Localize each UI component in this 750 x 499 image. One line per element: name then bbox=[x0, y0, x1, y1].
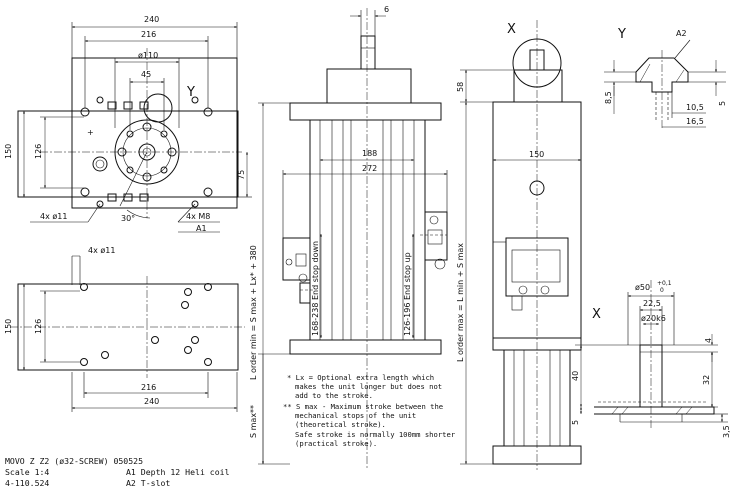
note-line: add to the stroke. bbox=[295, 391, 373, 400]
dim-110: ø110 bbox=[138, 51, 158, 60]
label-end-stop-down: 168-238 End stop down bbox=[311, 241, 320, 336]
detail-x-label: X bbox=[507, 22, 516, 37]
dim-10-5: 10,5 bbox=[686, 103, 704, 112]
dim-272: 272 bbox=[362, 164, 377, 173]
dim-50-tol-upper: +0,1 bbox=[657, 280, 672, 287]
angle-label: 30° bbox=[121, 214, 135, 223]
note-line: (practical stroke). bbox=[295, 439, 377, 448]
label-order-max: L order max = L min + S max bbox=[456, 243, 465, 362]
detail-x-title: X bbox=[592, 307, 601, 322]
detail-x: X ø50 +0,1 0 22,5 ø20k6 4 32 40 5 3,5 bbox=[571, 280, 731, 438]
dim-40: 40 bbox=[571, 371, 580, 381]
shaft-bore bbox=[138, 143, 156, 161]
bottom-holes-label: 4x ø11 bbox=[88, 246, 115, 255]
dim-16-5: 16,5 bbox=[686, 117, 704, 126]
detail-y-label: Y bbox=[186, 85, 195, 100]
ref-a2: A2 bbox=[676, 29, 687, 38]
dim-22-5: 22,5 bbox=[643, 299, 661, 308]
dim-150-top: 150 bbox=[4, 144, 13, 159]
dim-6: 6 bbox=[384, 5, 389, 14]
dim-3-5: 3,5 bbox=[722, 425, 731, 438]
note-line: mechanical stops of the unit bbox=[295, 411, 416, 420]
dim-150-bottom: 150 bbox=[4, 319, 13, 334]
bottom-view: 4x ø11 150 126 216 240 bbox=[4, 246, 245, 412]
dim-45: 45 bbox=[141, 70, 151, 79]
dim-126-top: 126 bbox=[34, 144, 43, 159]
label-end-stop-up: 126-196 End stop up bbox=[403, 252, 412, 336]
side-foot bbox=[492, 445, 582, 465]
dim-188: 188 bbox=[362, 149, 377, 158]
svg-text:+: + bbox=[87, 128, 94, 137]
detail-x-circle bbox=[512, 38, 562, 88]
dim-5-x: 5 bbox=[571, 420, 580, 425]
note-line: makes the unit longer but does not bbox=[295, 382, 442, 391]
top-view: + 240 216 ø110 45 Y 150 12 bbox=[4, 15, 252, 233]
front-bottom-flange bbox=[289, 339, 442, 355]
drawing-name: MOVO Z Z2 (ø32-SCREW) 050525 bbox=[5, 456, 143, 466]
dim-50: ø50 bbox=[635, 283, 650, 292]
side-switch-box bbox=[505, 237, 569, 297]
limit-switch-left bbox=[282, 237, 311, 281]
dim-216-bottom: 216 bbox=[141, 383, 156, 392]
dim-20k6: ø20k6 bbox=[641, 314, 666, 323]
front-shaft bbox=[360, 35, 376, 70]
dim-4: 4 bbox=[704, 338, 713, 343]
dim-5-y: 5 bbox=[718, 101, 727, 106]
notes-block: * Lx = Optional extra length which makes… bbox=[283, 373, 456, 448]
dim-240: 240 bbox=[144, 15, 159, 24]
label-stroke: S max** bbox=[249, 405, 258, 438]
holes-left-label: 4x ø11 bbox=[40, 212, 67, 221]
detail-y-title: Y bbox=[617, 27, 626, 42]
limit-switch-right bbox=[424, 211, 448, 261]
bolt-circle bbox=[114, 119, 180, 185]
dim-50-tol-lower: 0 bbox=[660, 287, 664, 294]
t-slot-profile bbox=[635, 57, 689, 93]
hole-ref-a1: A1 bbox=[196, 224, 207, 233]
front-view: 6 188 272 L order min = S max + Lx* + 38… bbox=[249, 5, 448, 470]
dim-32: 32 bbox=[702, 375, 711, 385]
label-order-min: L order min = S max + Lx* + 380 bbox=[249, 245, 258, 380]
dim-58: 58 bbox=[456, 82, 465, 92]
front-motor-block bbox=[326, 68, 412, 104]
dim-150-side: 150 bbox=[529, 150, 544, 159]
detail-y: Y A2 8,5 10,5 5 16,5 bbox=[604, 27, 727, 130]
note-line: ** S max - Maximum stroke between the bbox=[283, 402, 443, 411]
side-motor-block bbox=[513, 69, 563, 103]
side-hole bbox=[529, 180, 545, 196]
title-block: MOVO Z Z2 (ø32-SCREW) 050525 Scale 1:4 4… bbox=[5, 456, 230, 488]
note-line: Safe stroke is normally 100mm shorter bbox=[295, 430, 456, 439]
note-a1: A1 Depth 12 Heli coil bbox=[126, 467, 230, 477]
dim-8-5: 8,5 bbox=[604, 91, 613, 104]
top-view-flange bbox=[71, 57, 238, 209]
holes-right-label: 4x M8 bbox=[186, 212, 210, 221]
drawing-scale: Scale 1:4 bbox=[5, 467, 49, 477]
detail-y-circle bbox=[143, 93, 173, 123]
drawing-number: 4-110.524 bbox=[5, 478, 49, 488]
note-a2: A2 T-slot bbox=[126, 478, 170, 488]
dim-126-bottom: 126 bbox=[34, 319, 43, 334]
front-top-flange bbox=[289, 102, 442, 121]
detail-x-flange bbox=[594, 406, 715, 415]
note-line: (theoretical stroke). bbox=[295, 420, 386, 429]
side-view: X 58 150 L order max = L min + S max bbox=[456, 20, 582, 470]
dim-216: 216 bbox=[141, 30, 156, 39]
dim-240-bottom: 240 bbox=[144, 397, 159, 406]
connector-circle bbox=[92, 156, 108, 172]
dim-75: 75 bbox=[237, 170, 246, 180]
top-view-base-plate bbox=[17, 110, 239, 198]
note-line: * Lx = Optional extra length which bbox=[287, 373, 434, 382]
